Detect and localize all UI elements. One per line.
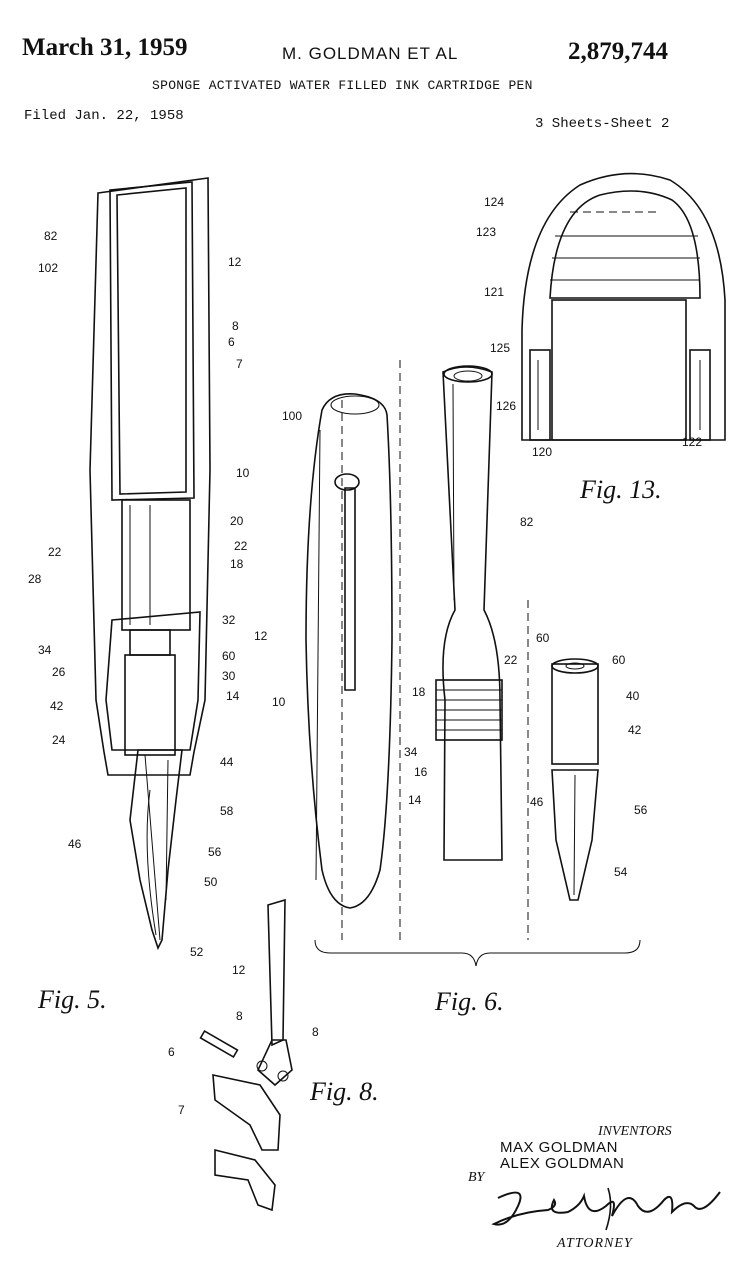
inventor-name: ALEX GOLDMAN (500, 1155, 625, 1172)
fig6-reference-numerals: 100 12 10 82 22 18 34 16 14 60 60 40 42 … (254, 409, 648, 879)
ref-label: 6 (228, 335, 235, 349)
fig13-title: Fig. 13. (579, 475, 662, 504)
ref-label: 32 (222, 613, 236, 627)
inventors-label: INVENTORS (598, 1124, 672, 1139)
ref-label: 12 (254, 629, 268, 643)
patent-title: SPONGE ACTIVATED WATER FILLED INK CARTRI… (152, 78, 533, 93)
ref-label: 60 (222, 649, 236, 663)
ref-label: 100 (282, 409, 302, 423)
ref-label: 123 (476, 225, 496, 239)
fig8-drawing (199, 898, 293, 1212)
fig5-drawing (89, 177, 211, 951)
fig8-title: Fig. 8. (309, 1077, 379, 1106)
attorney-label: ATTORNEY (557, 1236, 633, 1251)
fig13-drawing (521, 172, 726, 441)
ref-label: 16 (414, 765, 428, 779)
fig8-reference-numerals: 12 8 8 6 7 (168, 963, 319, 1117)
ref-label: 50 (204, 875, 218, 889)
ref-label: 120 (532, 445, 552, 459)
fig13-reference-numerals: 124 123 121 125 126 120 122 (476, 195, 702, 459)
ref-label: 10 (272, 695, 286, 709)
ref-label: 12 (228, 255, 242, 269)
ref-label: 20 (230, 514, 244, 528)
ref-label: 56 (208, 845, 222, 859)
fig5-reference-numerals: 82 102 12 8 6 7 10 20 22 22 18 28 32 34 … (28, 229, 250, 959)
sheet-count: 3 Sheets-Sheet 2 (535, 116, 670, 132)
ref-label: 46 (68, 837, 82, 851)
ref-label: 22 (48, 545, 62, 559)
ref-label: 102 (38, 261, 58, 275)
ref-label: 18 (412, 685, 426, 699)
ref-label: 8 (232, 319, 239, 333)
ref-label: 56 (634, 803, 648, 817)
ref-label: 8 (236, 1009, 243, 1023)
ref-label: 26 (52, 665, 66, 679)
ref-label: 28 (28, 572, 42, 586)
ref-label: 14 (226, 689, 240, 703)
filed-date: Filed Jan. 22, 1958 (24, 108, 184, 124)
patent-number: 2,879,744 (568, 38, 668, 65)
ref-label: 7 (236, 357, 243, 371)
ref-label: 122 (682, 435, 702, 449)
ref-label: 10 (236, 466, 250, 480)
ref-label: 121 (484, 285, 504, 299)
ref-label: 6 (168, 1045, 175, 1059)
ref-label: 42 (628, 723, 642, 737)
attorney-signature (491, 1187, 721, 1231)
fig6-drawing (305, 360, 641, 967)
fig5-title: Fig. 5. (37, 985, 107, 1014)
ref-label: 44 (220, 755, 234, 769)
fig6-title: Fig. 6. (434, 987, 504, 1016)
ref-label: 14 (408, 793, 422, 807)
ref-label: 125 (490, 341, 510, 355)
ref-label: 34 (404, 745, 418, 759)
inventor-name: MAX GOLDMAN (500, 1139, 619, 1156)
ref-label: 58 (220, 804, 234, 818)
ref-label: 40 (626, 689, 640, 703)
ref-label: 46 (530, 795, 544, 809)
by-label: BY (468, 1170, 485, 1185)
ref-label: 54 (614, 865, 628, 879)
ref-label: 42 (50, 699, 64, 713)
ref-label: 82 (44, 229, 58, 243)
ref-label: 126 (496, 399, 516, 413)
ref-label: 22 (504, 653, 518, 667)
ref-label: 22 (234, 539, 248, 553)
ref-label: 24 (52, 733, 66, 747)
ref-label: 12 (232, 963, 246, 977)
ref-label: 8 (312, 1025, 319, 1039)
ref-label: 18 (230, 557, 244, 571)
ref-label: 60 (612, 653, 626, 667)
ref-label: 60 (536, 631, 550, 645)
ref-label: 124 (484, 195, 504, 209)
ref-label: 34 (38, 643, 52, 657)
ref-label: 7 (178, 1103, 185, 1117)
inventors-heading: M. GOLDMAN ET AL (282, 44, 459, 63)
ref-label: 82 (520, 515, 534, 529)
ref-label: 52 (190, 945, 204, 959)
ref-label: 30 (222, 669, 236, 683)
patent-date: March 31, 1959 (22, 34, 188, 61)
